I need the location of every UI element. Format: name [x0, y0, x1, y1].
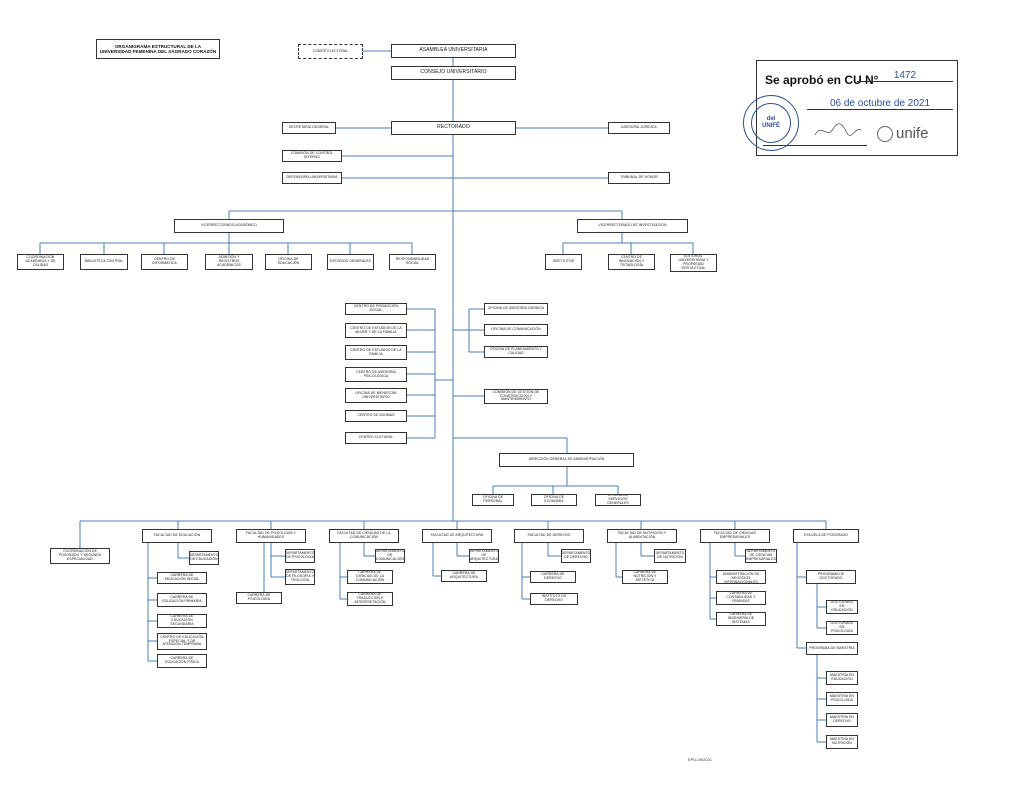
carrera-box: CENTRO DE EDUCACIÓN ESPECIAL Y DE ATENCI… [157, 633, 207, 650]
carrera-box: CARRERA DE TRADUCCIÓN E INTERPRETACIÓN [347, 592, 393, 606]
comision-box: COMISIÓN DE GESTIÓN DE CONSTRUCCIÓN Y MA… [484, 389, 548, 404]
vra-child-box: ESTUDIOS GENERALES [327, 254, 374, 270]
document-code: EPU-09/2021 [688, 757, 713, 762]
centro-box: CENTRO DE ASESORÍA PSICOLÓGICA [345, 367, 407, 382]
departamento-box: DEPARTAMENTO DE EDUCACIÓN [189, 551, 219, 565]
facultad-box: FACULTAD DE CIENCIAS EMPRESARIALES [700, 529, 770, 543]
vicerrectorado-academico-box: VICERRECTORADO ACADÉMICO [174, 219, 284, 233]
vri-child-box: INSTITUTOS [545, 254, 582, 270]
instituto-box: INSTITUTO DE DERECHO [530, 593, 578, 605]
oficina-box: OFICINA DE COMUNICACIÓN [484, 324, 548, 336]
centro-box: CENTRO DE PROMOCIÓN SOCIAL [345, 303, 407, 315]
facultad-box: FACULTAD DE PSICOLOGÍA Y HUMANIDADES [236, 529, 306, 543]
facultad-box: ESCUELA DE POSGRADO [793, 529, 859, 543]
seal-text: del [766, 116, 776, 122]
facultad-box: FACULTAD DE CIENCIAS DE LA COMUNICACIÓN [329, 529, 399, 543]
dga-child-box: OFICINA DE SERVICIOS GENERALES [595, 494, 641, 506]
approval-date: 06 de octubre de 2021 [807, 98, 953, 110]
signature-icon [814, 123, 862, 136]
carrera-box: CARRERA DE DERECHO [530, 571, 576, 583]
coordinacion-posgrado-box: COORDINACIÓN DE POSGRADO Y SEGUNDA ESPEC… [50, 548, 110, 564]
departamento-box: DEPARTAMENTO DE PSICOLOGÍA [285, 549, 315, 563]
vri-child-box: CENTRO DE INNOVACIÓN Y TECNOLOGÍA [608, 254, 655, 270]
centro-box: CENTRO DE ESTUDIOS DE LA MUJER Y DE LA F… [345, 323, 407, 338]
chart-title-line1: ORGANIGRAMA ESTRUCTURAL DE LA [114, 43, 202, 49]
chart-title: ORGANIGRAMA ESTRUCTURAL DE LA UNIVERSIDA… [96, 39, 220, 59]
departamento-box: DEPARTAMENTO DE ARQUITECTURA [469, 549, 499, 563]
programa-box: PROGRAMA DE DOCTORADO [806, 570, 856, 584]
carrera-box: CARRERA DE NUTRICIÓN Y DIETÉTICA [622, 570, 668, 584]
carrera-box: CARRERA DE EDUCACIÓN INICIAL [157, 572, 207, 584]
asesoria-box: ASESORÍA JURÍDICA [608, 122, 670, 134]
carrera-box: CARRERA DE INGENIERÍA DE SISTEMAS [716, 612, 766, 626]
programa-child-box: MAESTRÍA EN EDUCACIÓN [826, 671, 858, 685]
departamento-box: DEPARTAMENTO DE CIENCIAS EMPRESARIALES [745, 549, 777, 563]
unife-logo: unife [877, 125, 929, 142]
carrera-box: CARRERA DE EDUCACIÓN SECUNDARIA [157, 614, 207, 628]
oficina-box: OFICINA DE ASESORÍA JURÍDICA [484, 303, 548, 315]
comite-electoral-box: COMITÉ ELECTORAL [298, 44, 363, 59]
defensoria-box: DEFENSORÍA UNIVERSITARIA [282, 172, 342, 184]
carrera-box: CARRERA DE CIENCIAS DE LA COMUNICACIÓN [347, 570, 393, 584]
programa-child-box: MAESTRÍA EN PSICOLOGÍA [826, 692, 858, 706]
centro-box: OFICINA DE BIENESTAR UNIVERSITARIO [345, 388, 407, 403]
secretaria-general-box: SECRETARÍA GENERAL [282, 122, 336, 134]
centro-box: CENTRO DE IDIOMAS [345, 410, 407, 422]
approval-cu-number: 1472 [857, 70, 953, 82]
oficina-box: OFICINA DE PLANEAMIENTO Y CALIDAD [484, 346, 548, 358]
vra-child-box: OFICINA DE EDUCACIÓN [265, 254, 312, 270]
departamento-box: DEPARTAMENTO DE FILOSOFÍA Y TEOLOGÍA [285, 569, 315, 585]
facultad-box: FACULTAD DE DERECHO [514, 529, 584, 543]
vicerrectorado-investigacion-box: VICERRECTORADO DE INVESTIGACIÓN [577, 219, 688, 233]
centro-box: CENTRO CULTURAL [345, 432, 407, 444]
dga-child-box: OFICINA DE ECONOMÍA [531, 494, 577, 506]
carrera-box: CARRERA DE CONTABILIDAD Y FINANZAS [716, 591, 766, 605]
departamento-box: DEPARTAMENTO DE NUTRICIÓN [654, 549, 686, 563]
unife-logo-mark-icon [877, 125, 893, 142]
vri-child-box: EDITORIAL UNIVERSITARIA Y PROPIEDAD INTE… [670, 254, 717, 272]
university-seal-icon: del UNIFÉ [743, 95, 799, 151]
signature-line [763, 145, 867, 146]
control-interno-box: COMISIÓN DE CONTROL INTERNO [282, 150, 342, 162]
programa-child-box: MAESTRÍA EN DERECHO [826, 713, 858, 727]
facultad-box: FACULTAD DE ARQUITECTURA [422, 529, 492, 543]
approval-label: Se aprobó en CU N° [765, 73, 879, 87]
programa-box: PROGRAMA DE MAESTRÍA [806, 642, 858, 655]
approval-stamp: Se aprobó en CU N° 1472 06 de octubre de… [743, 60, 958, 156]
unife-logo-text: unife [896, 125, 929, 142]
carrera-box: CARRERA DE ADMINISTRACIÓN DE NEGOCIOS IN… [716, 570, 766, 584]
vra-child-box: ADMISIÓN Y REGISTROS ACADÉMICOS [205, 254, 253, 270]
vra-child-box: BIBLIOTECA CENTRAL [80, 254, 128, 270]
centro-box: CENTRO DE ESTUDIOS DE LA FAMILIA [345, 345, 407, 360]
vra-child-box: RESPONSABILIDAD SOCIAL [389, 254, 436, 270]
dga-child-box: OFICINA DE PERSONAL [472, 494, 514, 506]
programa-child-box: MAESTRÍA EN NUTRICIÓN [826, 735, 858, 749]
rectorado-box: RECTORADO [391, 121, 516, 135]
programa-child-box: DOCTORADO EN PSICOLOGÍA [826, 621, 858, 635]
carrera-box: CARRERA DE PSICOLOGÍA [236, 592, 282, 604]
chart-title-line2: UNIVERSIDAD FEMENINA DEL SAGRADO CORAZÓN [99, 49, 217, 54]
seal-brand: UNIFÉ [762, 123, 780, 129]
tribunal-box: TRIBUNAL DE HONOR [608, 172, 670, 184]
consejo-universitario-box: CONSEJO UNIVERSITARIO [391, 66, 516, 80]
direccion-general-administracion-box: DIRECCIÓN GENERAL DE ADMINISTRACIÓN [499, 453, 634, 467]
departamento-box: DEPARTAMENTO DE DERECHO [561, 549, 591, 563]
carrera-box: CARRERA DE EDUCACIÓN FÍSICA [157, 654, 207, 668]
facultad-box: FACULTAD DE EDUCACIÓN [142, 529, 212, 543]
programa-child-box: DOCTORADO EN EDUCACIÓN [826, 600, 858, 614]
facultad-box: FACULTAD DE NUTRICIÓN Y ALIMENTACIÓN [607, 529, 677, 543]
vra-child-box: COORDINACIÓN ACADÉMICA Y DE CALIDAD [17, 254, 64, 270]
carrera-box: CARRERA DE EDUCACIÓN PRIMARIA [157, 593, 207, 607]
vra-child-box: CENTRO DE INFORMÁTICA [141, 254, 188, 270]
asamblea-universitaria-box: ASAMBLEA UNIVERSITARIA [391, 44, 516, 58]
carrera-box: CARRERA DE ARQUITECTURA [441, 570, 487, 582]
departamento-box: DEPARTAMENTO DE COMUNICACIÓN [375, 549, 405, 563]
